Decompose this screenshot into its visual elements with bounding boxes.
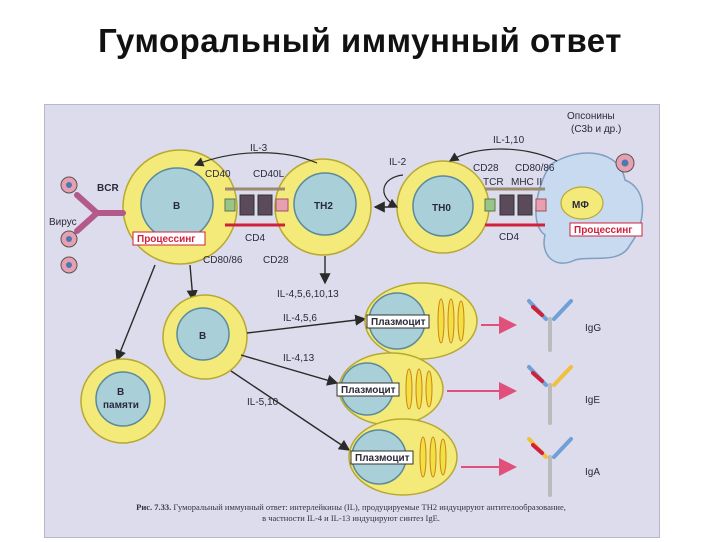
- plasmocyte-3: Плазмоцит: [348, 418, 458, 496]
- igg-antibody-icon: [527, 299, 573, 352]
- iga-antibody-icon: [527, 437, 573, 497]
- b-th2-receptors: [224, 187, 289, 227]
- th0-cell-label: TH0: [432, 203, 451, 214]
- cd80-label-top: CD80/86: [515, 163, 555, 174]
- figure-panel: B TH2 TH0 МФ CD40 CD40L CD4 CD28 CD80/86…: [44, 104, 660, 538]
- plasmocyte-3-label: Плазмоцит: [355, 453, 410, 464]
- cd28-label-top: CD28: [473, 163, 499, 174]
- th2-cell-label: TH2: [314, 201, 333, 212]
- caption-line-2: в частности IL-4 и IL-13 индуцируют синт…: [262, 513, 440, 523]
- th0-mf-receptors: [484, 187, 547, 227]
- figure-caption: Рис. 7.33. Гуморальный иммунный ответ: и…: [44, 502, 658, 524]
- virus-icon: [615, 153, 635, 173]
- il-4-13-label: IL-4,13: [283, 353, 315, 364]
- memory-b-label-2: памяти: [103, 400, 139, 411]
- opsonins-label-line1: Опсонины: [567, 111, 615, 122]
- processing-label-mf: Процессинг: [574, 225, 632, 236]
- il2-label: IL-2: [389, 157, 407, 168]
- humoral-response-diagram: B TH2 TH0 МФ CD40 CD40L CD4 CD28 CD80/86…: [49, 111, 644, 497]
- memory-b-label-1: B: [117, 387, 124, 398]
- b-to-b-arrow: [186, 264, 198, 302]
- b-cell-middle-label: B: [199, 331, 206, 342]
- bcr-label: BCR: [97, 183, 119, 194]
- virus-label: Вирус: [49, 217, 77, 228]
- tcr-label: TCR: [483, 177, 504, 188]
- b-cell-label: B: [173, 201, 180, 212]
- ige-label: IgE: [585, 395, 600, 406]
- il1-10-label: IL-1,10: [493, 135, 525, 146]
- plasmocyte-1-label: Плазмоцит: [371, 317, 426, 328]
- ige-antibody-icon: [527, 365, 573, 425]
- slide-title: Гуморальный иммунный ответ: [98, 22, 622, 59]
- cd28-label-bottom: CD28: [263, 255, 289, 266]
- virus-icon: [60, 230, 78, 248]
- cd40-label: CD40: [205, 169, 231, 180]
- b-to-plasma2-arrow: [240, 354, 339, 386]
- mf-label: МФ: [572, 200, 589, 211]
- th0-cell: TH0: [396, 160, 490, 254]
- igg-label: IgG: [585, 323, 601, 334]
- caption-label: Рис. 7.33.: [136, 502, 172, 512]
- cd4-label-right: CD4: [499, 232, 519, 243]
- b-to-plasma3-arrow: [230, 370, 351, 451]
- opsonins-label-line2: (C3b и др.): [571, 124, 621, 135]
- cd40l-label: CD40L: [253, 169, 285, 180]
- b-to-memory-arrow: [115, 264, 156, 362]
- mhc2-label: MHC II: [511, 177, 542, 188]
- processing-label-b: Процессинг: [137, 234, 195, 245]
- il-4-5-6-label: IL-4,5,6: [283, 313, 317, 324]
- il3-arrow: [193, 152, 318, 167]
- il-4-5-6-10-13-label: IL-4,5,6,10,13: [277, 289, 339, 300]
- bcr-receptor: [74, 192, 126, 234]
- plasmocyte-2-label: Плазмоцит: [341, 385, 396, 396]
- caption-line-1: Гуморальный иммунный ответ: интерлейкины…: [173, 502, 566, 512]
- virus-icon: [60, 256, 78, 274]
- memory-b-cell: B памяти: [80, 358, 166, 444]
- b-to-plasma1-arrow: [246, 314, 367, 334]
- b-cell-middle: B: [162, 294, 248, 380]
- il2-arrow: [383, 174, 404, 208]
- plasmocyte-2: Плазмоцит: [336, 352, 444, 426]
- virus-icon: [60, 176, 78, 194]
- b-cell: B: [122, 149, 238, 265]
- il1-10-arrow: [448, 148, 558, 162]
- il3-label: IL-3: [250, 143, 268, 154]
- il-5-10-label: IL-5,10: [247, 397, 279, 408]
- plasmocyte-1: Плазмоцит: [364, 282, 478, 360]
- cd80-label-bottom: CD80/86: [203, 255, 243, 266]
- cd4-label-left: CD4: [245, 233, 265, 244]
- th2-cell: TH2: [274, 158, 372, 256]
- mf-nucleus: [560, 186, 604, 220]
- iga-label: IgA: [585, 467, 600, 478]
